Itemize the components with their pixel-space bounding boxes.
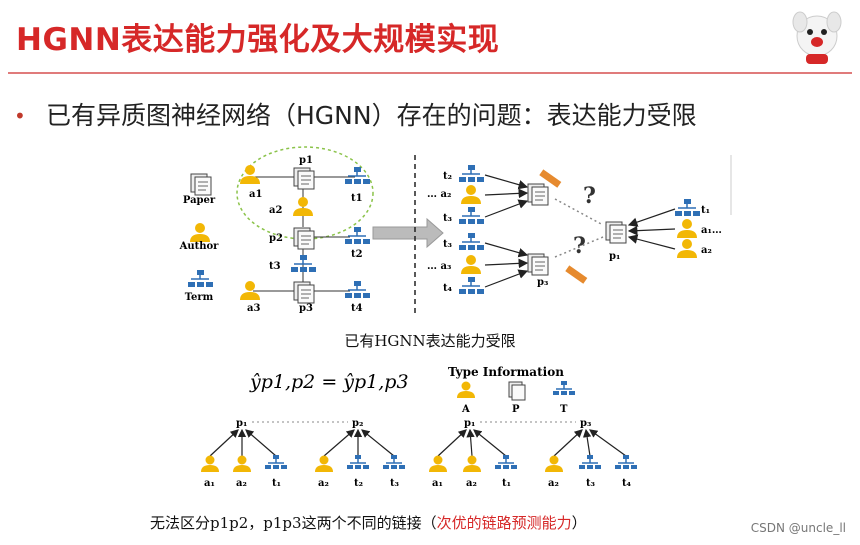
- svg-text:a₁: a₁: [432, 478, 443, 489]
- svg-text:p₃: p₃: [537, 277, 548, 288]
- caption2-highlight: 次优的链路预测能力: [436, 514, 572, 532]
- svg-text:a₁: a₁: [204, 478, 215, 489]
- svg-text:?: ?: [583, 183, 596, 209]
- svg-text:p₁: p₁: [236, 418, 247, 429]
- title-divider: [8, 72, 852, 74]
- svg-text:p₂: p₂: [352, 418, 363, 429]
- svg-text:T: T: [560, 404, 568, 415]
- figure-caption-2: 无法区分p1p2，p1p3这两个不同的链接（次优的链路预测能力）: [150, 512, 587, 533]
- svg-text:p₁: p₁: [464, 418, 475, 429]
- svg-text:… a₂: … a₂: [427, 189, 451, 200]
- link-prediction-figure: ŷp1,p2 = ŷp1,p3 Type Information A P T p…: [201, 365, 638, 489]
- bullet-marker: •: [14, 104, 26, 128]
- caption2-end: ）: [571, 514, 587, 532]
- svg-text:p2: p2: [269, 233, 283, 244]
- svg-text:P: P: [512, 404, 520, 415]
- svg-text:… a₃: … a₃: [427, 261, 451, 272]
- hgnn-figure: Paper Author Term p1 a1 a2 t1 p2 t2 t3 a…: [179, 146, 732, 315]
- svg-text:a₁…: a₁…: [701, 225, 722, 236]
- caption2-main: 无法区分p1p2，p1p3这两个不同的链接（: [150, 514, 437, 532]
- svg-text:t₃: t₃: [390, 478, 399, 489]
- svg-text:t₄: t₄: [622, 478, 632, 489]
- watermark: CSDN @uncle_ll: [750, 521, 846, 535]
- svg-text:a₂: a₂: [548, 478, 559, 489]
- type-info-title: Type Information: [448, 365, 564, 379]
- svg-text:t₃: t₃: [586, 478, 595, 489]
- svg-text:t₃: t₃: [443, 213, 452, 224]
- svg-text:t₁: t₁: [701, 205, 710, 216]
- svg-text:p3: p3: [299, 303, 313, 314]
- svg-text:t₁: t₁: [502, 478, 511, 489]
- bullet-text: 已有异质图神经网络（HGNN）存在的问题：表达能力受限: [46, 101, 697, 130]
- mascot-logo: [792, 11, 842, 64]
- svg-text:t₃: t₃: [443, 239, 452, 250]
- svg-text:a₂: a₂: [466, 478, 477, 489]
- figure-caption-1: 已有HGNN表达能力受限: [344, 332, 516, 350]
- svg-text:t4: t4: [351, 303, 363, 314]
- legend-term: Term: [185, 292, 214, 303]
- svg-text:p₃: p₃: [580, 418, 591, 429]
- svg-text:A: A: [461, 404, 470, 415]
- svg-text:?: ?: [573, 233, 586, 259]
- svg-text:a2: a2: [269, 205, 282, 216]
- svg-text:t₂: t₂: [354, 478, 363, 489]
- svg-text:a₂: a₂: [236, 478, 247, 489]
- svg-text:a1: a1: [249, 189, 262, 200]
- svg-text:t3: t3: [269, 261, 281, 272]
- svg-text:t1: t1: [351, 193, 363, 204]
- svg-text:a₂: a₂: [318, 478, 329, 489]
- svg-text:t2: t2: [351, 249, 363, 260]
- svg-text:a₂: a₂: [701, 245, 712, 256]
- legend-paper: Paper: [183, 195, 216, 206]
- svg-text:t₄: t₄: [443, 283, 453, 294]
- svg-text:a3: a3: [247, 303, 260, 314]
- svg-text:p₁: p₁: [609, 251, 620, 262]
- slide-title: HGNN表达能力强化及大规模实现: [16, 22, 500, 58]
- formula: ŷp1,p2 = ŷp1,p3: [249, 371, 409, 393]
- legend-author: Author: [179, 241, 220, 252]
- svg-text:p1: p1: [299, 155, 313, 166]
- svg-text:t₂: t₂: [443, 171, 452, 182]
- svg-text:t₁: t₁: [272, 478, 281, 489]
